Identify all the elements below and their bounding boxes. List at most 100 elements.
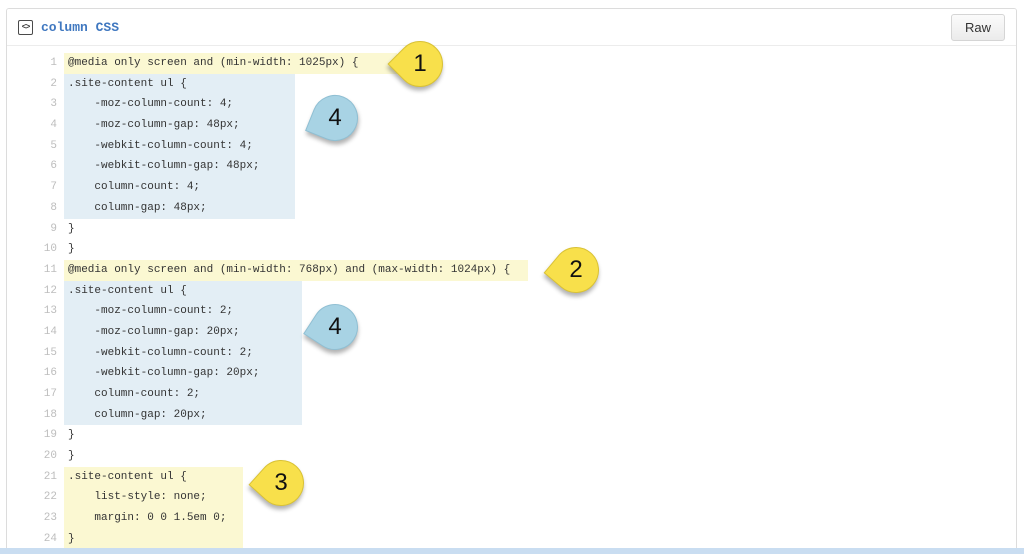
- code-line: 1 @media only screen and (min-width: 1025…: [7, 53, 1016, 74]
- line-number: 12: [43, 284, 57, 297]
- code-line: 20}: [7, 446, 1016, 467]
- code-line: 11 @media only screen and (min-width: 768…: [7, 259, 1016, 281]
- code-line: 4 -moz-column-gap: 48px;: [7, 115, 1016, 136]
- code-line: 22 list-style: none;: [7, 487, 1016, 509]
- highlighted-code: @media only screen and (min-width: 1025p…: [64, 53, 397, 74]
- file-title-link[interactable]: column CSS: [41, 19, 120, 35]
- code-text: column-gap: 48px;: [57, 197, 295, 219]
- code-line: 2 .site-content ul {: [7, 73, 1016, 95]
- code-text: -moz-column-count: 4;: [57, 94, 295, 116]
- code-text: @media only screen and (min-width: 768px…: [57, 259, 528, 281]
- line-number: 13: [43, 305, 57, 318]
- code-line: 17 column-count: 2;: [7, 384, 1016, 405]
- code-text: margin: 0 0 1.5em 0;: [57, 508, 243, 529]
- highlighted-code: list-style: none;: [64, 487, 243, 509]
- line-number: 2: [50, 77, 57, 90]
- callout-balloon-4b: 4: [303, 295, 367, 359]
- highlighted-code: .site-content ul {: [64, 73, 295, 95]
- code-line: 6 -webkit-column-gap: 48px;: [7, 156, 1016, 178]
- line-number: 8: [50, 201, 57, 214]
- highlighted-code: column-gap: 48px;: [64, 197, 295, 219]
- raw-button[interactable]: Raw: [950, 13, 1005, 41]
- highlighted-code: -webkit-column-gap: 20px;: [64, 363, 302, 384]
- code-line: 7 column-count: 4;: [7, 177, 1016, 198]
- highlighted-code: -webkit-column-count: 2;: [64, 342, 302, 364]
- highlighted-code: -webkit-column-gap: 48px;: [64, 156, 295, 178]
- line-number: 4: [50, 119, 57, 132]
- code-text: .site-content ul {: [57, 280, 302, 302]
- code-text: -moz-column-count: 2;: [57, 301, 302, 322]
- code-text: @media only screen and (min-width: 1025p…: [57, 53, 397, 74]
- line-number: 20: [43, 450, 57, 463]
- code-text: -moz-column-gap: 48px;: [57, 115, 295, 136]
- code-line: 15 -webkit-column-count: 2;: [7, 342, 1016, 364]
- balloon-number: 4: [328, 104, 342, 131]
- balloon-number: 4: [328, 313, 342, 340]
- line-number: 15: [43, 346, 57, 359]
- code-line: 14 -moz-column-gap: 20px;: [7, 321, 1016, 343]
- code-text: }: [57, 528, 243, 550]
- line-number: 23: [43, 512, 57, 525]
- highlighted-code: .site-content ul {: [64, 466, 243, 488]
- code-text: .site-content ul {: [57, 466, 243, 488]
- code-line: 23 margin: 0 0 1.5em 0;: [7, 508, 1016, 529]
- gist-file-header: <> column CSS Raw: [7, 9, 1016, 46]
- line-number: 24: [43, 532, 57, 545]
- callout-balloon-4a: 4: [305, 88, 365, 148]
- callout-balloon-2: 2: [543, 237, 609, 303]
- highlighted-code: .site-content ul {: [64, 280, 302, 302]
- code-line: 10}: [7, 239, 1016, 260]
- line-number: 17: [43, 388, 57, 400]
- line-number: 6: [50, 160, 57, 173]
- line-number: 7: [50, 181, 57, 194]
- highlighted-code: -moz-column-count: 4;: [64, 94, 295, 116]
- line-number: 21: [43, 470, 57, 483]
- code-text: -webkit-column-gap: 48px;: [57, 156, 295, 178]
- code-text: }: [68, 243, 75, 256]
- code-text: }: [68, 450, 75, 463]
- balloon-number: 3: [274, 469, 288, 496]
- line-number: 14: [43, 325, 57, 338]
- code-text: -webkit-column-count: 2;: [57, 342, 302, 364]
- highlighted-code: -webkit-column-count: 4;: [64, 135, 295, 157]
- highlighted-code: -moz-column-gap: 20px;: [64, 321, 302, 343]
- line-number: 10: [43, 243, 57, 256]
- highlighted-code: -moz-column-gap: 48px;: [64, 115, 295, 136]
- highlighted-code: column-count: 4;: [64, 177, 295, 198]
- line-number: 11: [43, 263, 57, 276]
- code-text: }: [68, 429, 75, 442]
- highlighted-code: @media only screen and (min-width: 768px…: [64, 259, 528, 281]
- code-text: list-style: none;: [57, 487, 243, 509]
- line-number: 3: [50, 98, 57, 111]
- highlighted-code: margin: 0 0 1.5em 0;: [64, 508, 243, 529]
- code-line: 12 .site-content ul {: [7, 280, 1016, 302]
- code-icon: <>: [18, 19, 33, 35]
- code-area: 1 @media only screen and (min-width: 1025…: [7, 46, 1016, 550]
- line-number: 22: [43, 491, 57, 504]
- code-text: .site-content ul {: [57, 73, 295, 95]
- balloon-number: 1: [413, 50, 427, 77]
- line-number: 9: [50, 222, 57, 235]
- code-text: column-count: 4;: [57, 177, 295, 198]
- line-number: 18: [43, 408, 57, 421]
- code-line: 13 -moz-column-count: 2;: [7, 301, 1016, 322]
- gist-file-container: <> column CSS Raw 1 @media only screen an…: [6, 8, 1017, 552]
- code-text: column-count: 2;: [57, 384, 302, 405]
- code-text: -webkit-column-gap: 20px;: [57, 363, 302, 384]
- callout-balloon-1: 1: [387, 31, 453, 97]
- code-line: 16 -webkit-column-gap: 20px;: [7, 363, 1016, 384]
- code-line: 21 .site-content ul {: [7, 466, 1016, 488]
- highlighted-code: -moz-column-count: 2;: [64, 301, 302, 322]
- code-text: -moz-column-gap: 20px;: [57, 321, 302, 343]
- callout-balloon-3: 3: [248, 450, 314, 516]
- code-line: 5 -webkit-column-count: 4;: [7, 135, 1016, 157]
- highlighted-code: column-count: 2;: [64, 384, 302, 405]
- code-text: }: [68, 222, 75, 235]
- code-text: column-gap: 20px;: [57, 404, 302, 426]
- code-lines: 1 @media only screen and (min-width: 1025…: [7, 53, 1016, 550]
- code-line: 18 column-gap: 20px;: [7, 404, 1016, 426]
- code-line: 9}: [7, 219, 1016, 240]
- code-line: 3 -moz-column-count: 4;: [7, 94, 1016, 116]
- code-line: 24}: [7, 528, 1016, 550]
- line-number: 1: [50, 57, 57, 69]
